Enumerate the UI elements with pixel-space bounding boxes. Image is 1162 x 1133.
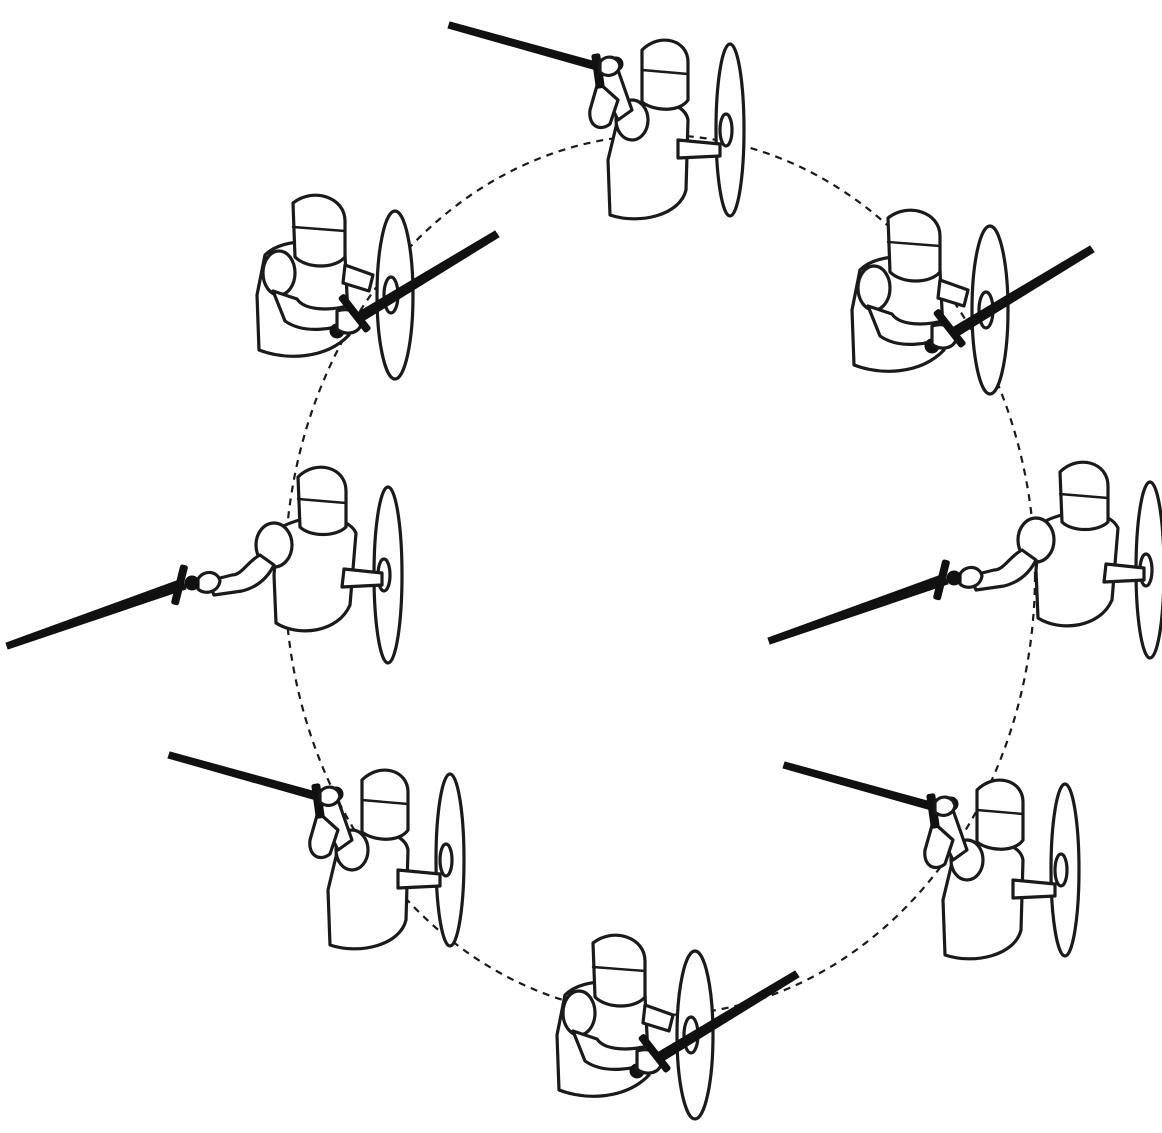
knight-figure-bottom [557,935,799,1119]
knight-figure-lower-left [168,752,464,949]
knight-figure-right [768,462,1162,658]
knight-figure-top [448,22,744,219]
knight-figure-lower-right [783,762,1079,959]
knight-figure-upper-left [257,195,499,379]
knight-figure-upper-right [852,210,1094,394]
knight-figure-left [6,467,402,663]
